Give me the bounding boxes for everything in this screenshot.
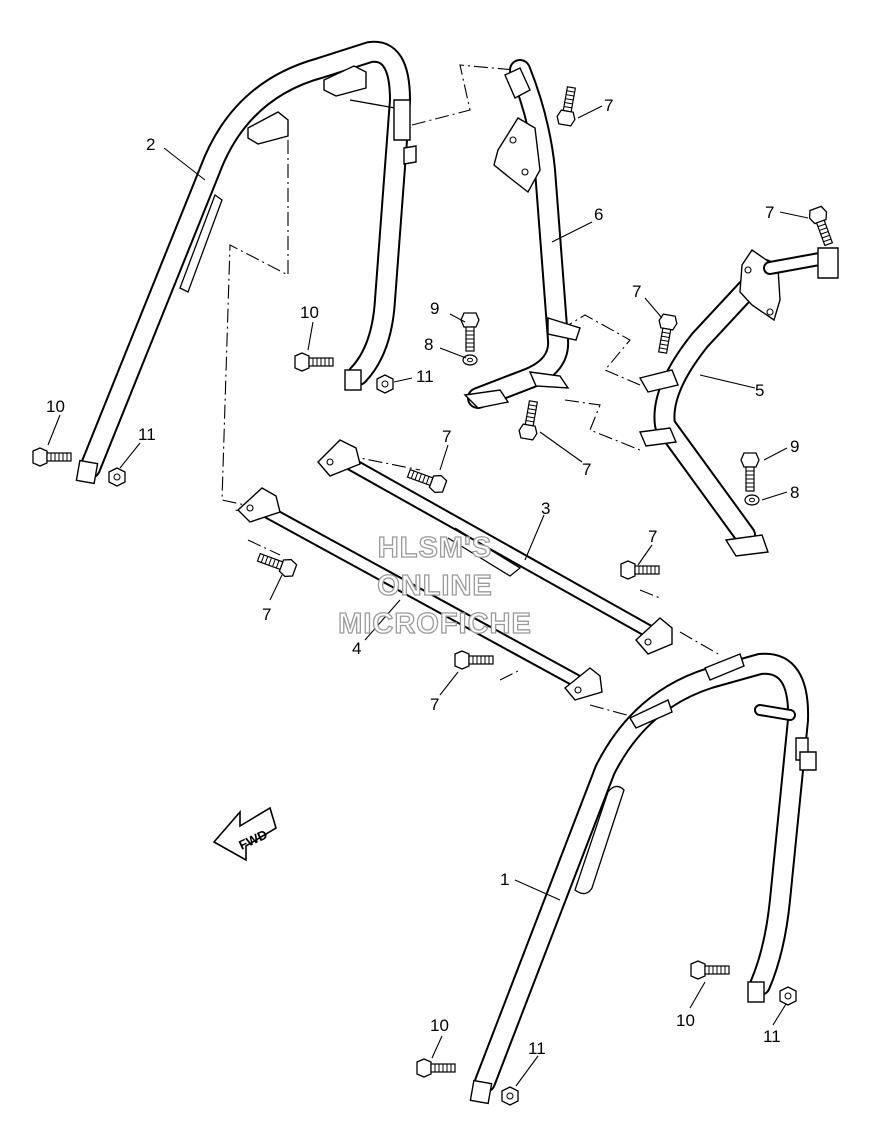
front-bar-grab-handle — [574, 785, 625, 895]
rear-bar-mount-1 — [247, 111, 289, 145]
rear-bar-mount-2 — [323, 65, 367, 97]
cross-bar-lower — [236, 487, 603, 701]
callout-4: 4 — [352, 639, 361, 658]
front-bar-mount-1 — [629, 699, 673, 729]
bolt-7-lower-right — [620, 560, 660, 580]
callout-7: 7 — [765, 203, 774, 222]
callout-7: 7 — [430, 695, 439, 714]
callout-2: 2 — [146, 135, 155, 154]
roll-bar-front — [469, 652, 817, 1105]
bolt-10-rear-right — [294, 352, 334, 372]
watermark-line-3: MICROFICHE — [338, 608, 532, 640]
rear-bar-foot-left — [75, 459, 99, 485]
front-bar-mount-2 — [704, 653, 745, 681]
callout-10: 10 — [300, 303, 319, 322]
callout-6: 6 — [594, 205, 603, 224]
callout-9: 9 — [430, 299, 439, 318]
callout-10: 10 — [430, 1016, 449, 1035]
rear-bar-mount-3 — [393, 99, 411, 141]
callout-7: 7 — [442, 427, 451, 446]
washer-8-left — [462, 354, 478, 366]
callout-3: 3 — [541, 499, 550, 518]
bolt-9-left — [460, 312, 480, 352]
washer-8-right — [744, 494, 760, 506]
callout-7: 7 — [582, 460, 591, 479]
bolt-7-mid — [653, 312, 679, 355]
callout-7: 7 — [262, 605, 271, 624]
callout-1: 1 — [500, 870, 509, 889]
callout-9: 9 — [790, 437, 799, 456]
callout-7: 7 — [604, 96, 613, 115]
bolt-7-right-top — [806, 204, 838, 248]
rear-bar-foot-right — [344, 369, 362, 391]
front-bar-foot-left — [469, 1079, 493, 1105]
nut-11-front-right — [779, 986, 797, 1006]
callout-8: 8 — [424, 335, 433, 354]
bolt-7-lower-mid — [454, 650, 494, 670]
cross-bar-lower-right-end — [564, 667, 603, 701]
callout-8: 8 — [790, 483, 799, 502]
cross-bar-upper-left-end — [317, 439, 361, 477]
watermark: HLSM'S ONLINE MICROFICHE — [338, 531, 532, 640]
callout-11: 11 — [138, 425, 156, 444]
bolt-10-front-left — [416, 1058, 456, 1078]
callout-11: 11 — [528, 1039, 546, 1058]
nut-11-rear-right — [376, 374, 394, 394]
rear-bar-gusset — [179, 193, 223, 293]
front-bar-foot-right — [747, 981, 765, 1003]
fwd-arrow: FWD — [212, 806, 277, 862]
callout-labels: 2 6 5 3 4 1 7 7 7 7 7 7 7 7 9 8 9 8 10 1… — [46, 96, 799, 1058]
leader-lines — [47, 105, 809, 1087]
support-left-plate — [493, 117, 541, 194]
roll-bar-rear — [75, 40, 417, 485]
support-left-foot — [463, 389, 510, 409]
bolt-9-right — [740, 452, 760, 492]
bolt-7-left-lower — [517, 399, 543, 442]
callout-10: 10 — [46, 397, 65, 416]
support-left — [463, 59, 581, 409]
cross-bar-upper — [317, 439, 673, 655]
support-right-foot — [724, 534, 769, 557]
callout-10: 10 — [676, 1011, 695, 1030]
fwd-arrow-icon — [212, 806, 277, 862]
watermark-line-1: HLSM'S — [378, 532, 492, 564]
bolt-10-rear-left — [32, 447, 72, 467]
callout-11: 11 — [416, 367, 434, 386]
callout-11: 11 — [763, 1027, 781, 1046]
callout-7: 7 — [632, 282, 641, 301]
support-left-top-bracket — [504, 67, 531, 99]
callout-7: 7 — [648, 527, 657, 546]
nut-11-rear-left — [108, 467, 126, 487]
cross-bar-upper-right-end — [635, 617, 673, 655]
watermark-line-2: ONLINE — [377, 570, 493, 602]
callout-5: 5 — [755, 381, 764, 400]
support-right — [638, 247, 839, 557]
bolt-10-front-right — [690, 960, 730, 980]
nut-11-front-left — [501, 1086, 519, 1106]
bolt-7-top — [555, 85, 581, 128]
cross-bar-lower-left-end — [236, 487, 281, 523]
support-right-top-bracket — [817, 247, 839, 279]
